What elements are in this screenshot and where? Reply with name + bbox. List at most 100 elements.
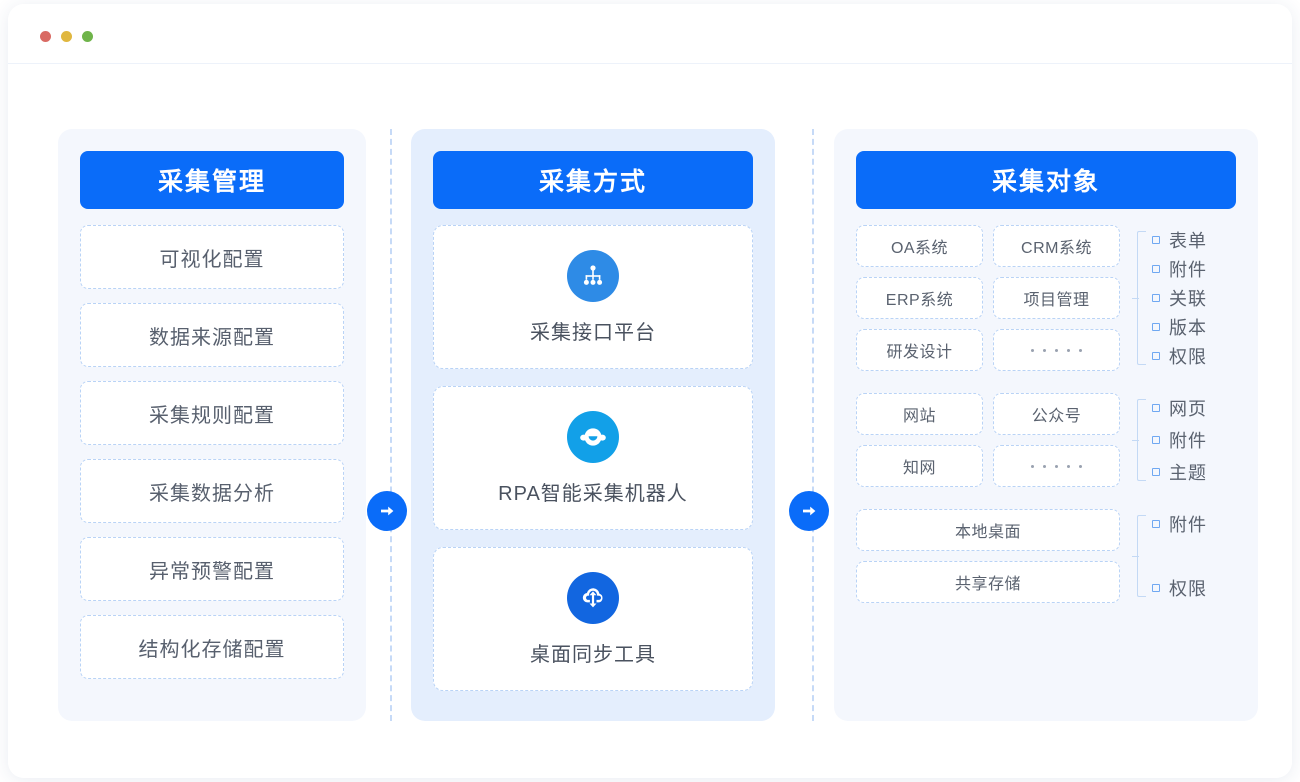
tag: 权限 [1152, 343, 1207, 369]
list-item-label: 可视化配置 [159, 248, 265, 271]
tag-label: 附件 [1169, 515, 1207, 535]
ellipsis-dot [1055, 464, 1058, 468]
target-box-label: CRM系统 [1021, 240, 1092, 257]
method-card-label: 采集接口平台 [530, 321, 656, 344]
left-item-list: 可视化配置 数据来源配置 采集规则配置 采集数据分析 异常预警配置 结构化存储配… [80, 225, 344, 679]
target-box[interactable]: 公众号 [993, 393, 1120, 435]
list-item-label: 结构化存储配置 [138, 638, 286, 661]
tag-list: 附件 权限 [1152, 509, 1207, 603]
target-group-storage-sources: 本地桌面 共享存储 附件 [856, 509, 1236, 603]
tag-list: 网页 附件 主题 [1152, 393, 1207, 487]
tag-label: 版本 [1169, 318, 1207, 338]
target-box[interactable]: 研发设计 [856, 329, 983, 371]
list-item[interactable]: 可视化配置 [80, 225, 344, 289]
close-icon[interactable] [40, 31, 51, 42]
panel-collection-method: 采集方式 [411, 129, 775, 721]
list-item[interactable]: 异常预警配置 [80, 537, 344, 601]
tag: 主题 [1152, 459, 1207, 485]
square-marker-icon [1152, 584, 1160, 592]
ellipsis-dot [1055, 348, 1058, 352]
square-marker-icon [1152, 352, 1160, 360]
target-box-label: ERP系统 [885, 292, 954, 309]
square-marker-icon [1152, 468, 1160, 476]
target-group-list: OA系统 CRM系统 ERP系统 项目管理 研发设计 [856, 225, 1236, 603]
target-box-more[interactable] [993, 329, 1120, 371]
square-marker-icon [1152, 236, 1160, 244]
ellipsis-dot [1079, 348, 1082, 352]
target-box-label: 公众号 [1031, 408, 1082, 425]
tag: 附件 [1152, 256, 1207, 282]
tag-label: 附件 [1169, 431, 1207, 451]
list-item[interactable]: 采集数据分析 [80, 459, 344, 523]
ellipsis-dot [1031, 348, 1034, 352]
target-box[interactable]: CRM系统 [993, 225, 1120, 267]
tag-label: 权限 [1169, 579, 1207, 599]
target-group-business-systems: OA系统 CRM系统 ERP系统 项目管理 研发设计 [856, 225, 1236, 371]
tag-list: 表单 附件 关联 版本 [1152, 225, 1207, 371]
tag-label: 主题 [1169, 463, 1207, 483]
list-item[interactable]: 数据来源配置 [80, 303, 344, 367]
square-marker-icon [1152, 520, 1160, 528]
list-item[interactable]: 采集规则配置 [80, 381, 344, 445]
traffic-lights [40, 31, 93, 42]
arrow-left-to-middle [367, 491, 407, 531]
target-box-label: 研发设计 [886, 344, 953, 361]
target-box[interactable]: 知网 [856, 445, 983, 487]
panel-collection-target: 采集对象 OA系统 CRM系统 ERP系统 [834, 129, 1258, 721]
square-marker-icon [1152, 265, 1160, 273]
square-marker-icon [1152, 294, 1160, 302]
target-box[interactable]: 共享存储 [856, 561, 1120, 603]
ellipsis-dot [1067, 464, 1070, 468]
list-item[interactable]: 结构化存储配置 [80, 615, 344, 679]
ellipsis-dot [1067, 348, 1070, 352]
square-marker-icon [1152, 323, 1160, 331]
method-card-rpa-robot[interactable]: RPA智能采集机器人 [433, 386, 753, 530]
panel-header-right: 采集对象 [856, 151, 1236, 209]
tag: 附件 [1152, 427, 1207, 453]
list-item-label: 数据来源配置 [149, 326, 275, 349]
ellipsis-dot [1043, 464, 1046, 468]
maximize-icon[interactable] [82, 31, 93, 42]
minimize-icon[interactable] [61, 31, 72, 42]
target-box[interactable]: ERP系统 [856, 277, 983, 319]
list-item-label: 采集规则配置 [149, 404, 275, 427]
method-card-desktop-sync[interactable]: 桌面同步工具 [433, 547, 753, 691]
method-card-label: RPA智能采集机器人 [498, 482, 688, 505]
bracket-icon [1132, 509, 1146, 603]
tag: 表单 [1152, 227, 1207, 253]
target-box-label: 本地桌面 [954, 524, 1021, 541]
target-box-grid: 网站 公众号 知网 [856, 393, 1120, 487]
ellipsis-dot [1079, 464, 1082, 468]
window-titlebar [8, 4, 1292, 64]
target-box[interactable]: OA系统 [856, 225, 983, 267]
bracket-icon [1132, 393, 1146, 487]
arrow-right-icon [799, 501, 819, 521]
target-box-more[interactable] [993, 445, 1120, 487]
target-box[interactable]: 网站 [856, 393, 983, 435]
divider-middle-right [812, 129, 814, 721]
panel-collection-management: 采集管理 可视化配置 数据来源配置 采集规则配置 采集数据分析 异常预警配置 [58, 129, 366, 721]
ellipsis-dot [1043, 348, 1046, 352]
target-box-grid: OA系统 CRM系统 ERP系统 项目管理 研发设计 [856, 225, 1120, 371]
target-box[interactable]: 本地桌面 [856, 509, 1120, 551]
target-box-label: 共享存储 [954, 576, 1021, 593]
list-item-label: 异常预警配置 [149, 560, 275, 583]
target-tag-group: 附件 权限 [1132, 509, 1207, 603]
ellipsis-dot [1031, 464, 1034, 468]
robot-icon [567, 410, 619, 463]
target-tag-group: 表单 附件 关联 版本 [1132, 225, 1207, 371]
divider-left-middle [390, 129, 392, 721]
arrow-right-icon [377, 501, 397, 521]
target-box-label: OA系统 [890, 240, 949, 257]
method-card-api-platform[interactable]: 采集接口平台 [433, 225, 753, 369]
target-box-label: 项目管理 [1023, 292, 1090, 309]
panel-header-left: 采集管理 [80, 151, 344, 209]
diagram-canvas: 采集管理 可视化配置 数据来源配置 采集规则配置 采集数据分析 异常预警配置 [8, 64, 1292, 778]
tag: 关联 [1152, 285, 1207, 311]
bracket-icon [1132, 225, 1146, 371]
target-box[interactable]: 项目管理 [993, 277, 1120, 319]
tag: 权限 [1152, 575, 1207, 601]
tag-label: 表单 [1169, 231, 1207, 251]
tag-label: 权限 [1169, 347, 1207, 367]
target-tag-group: 网页 附件 主题 [1132, 393, 1207, 487]
